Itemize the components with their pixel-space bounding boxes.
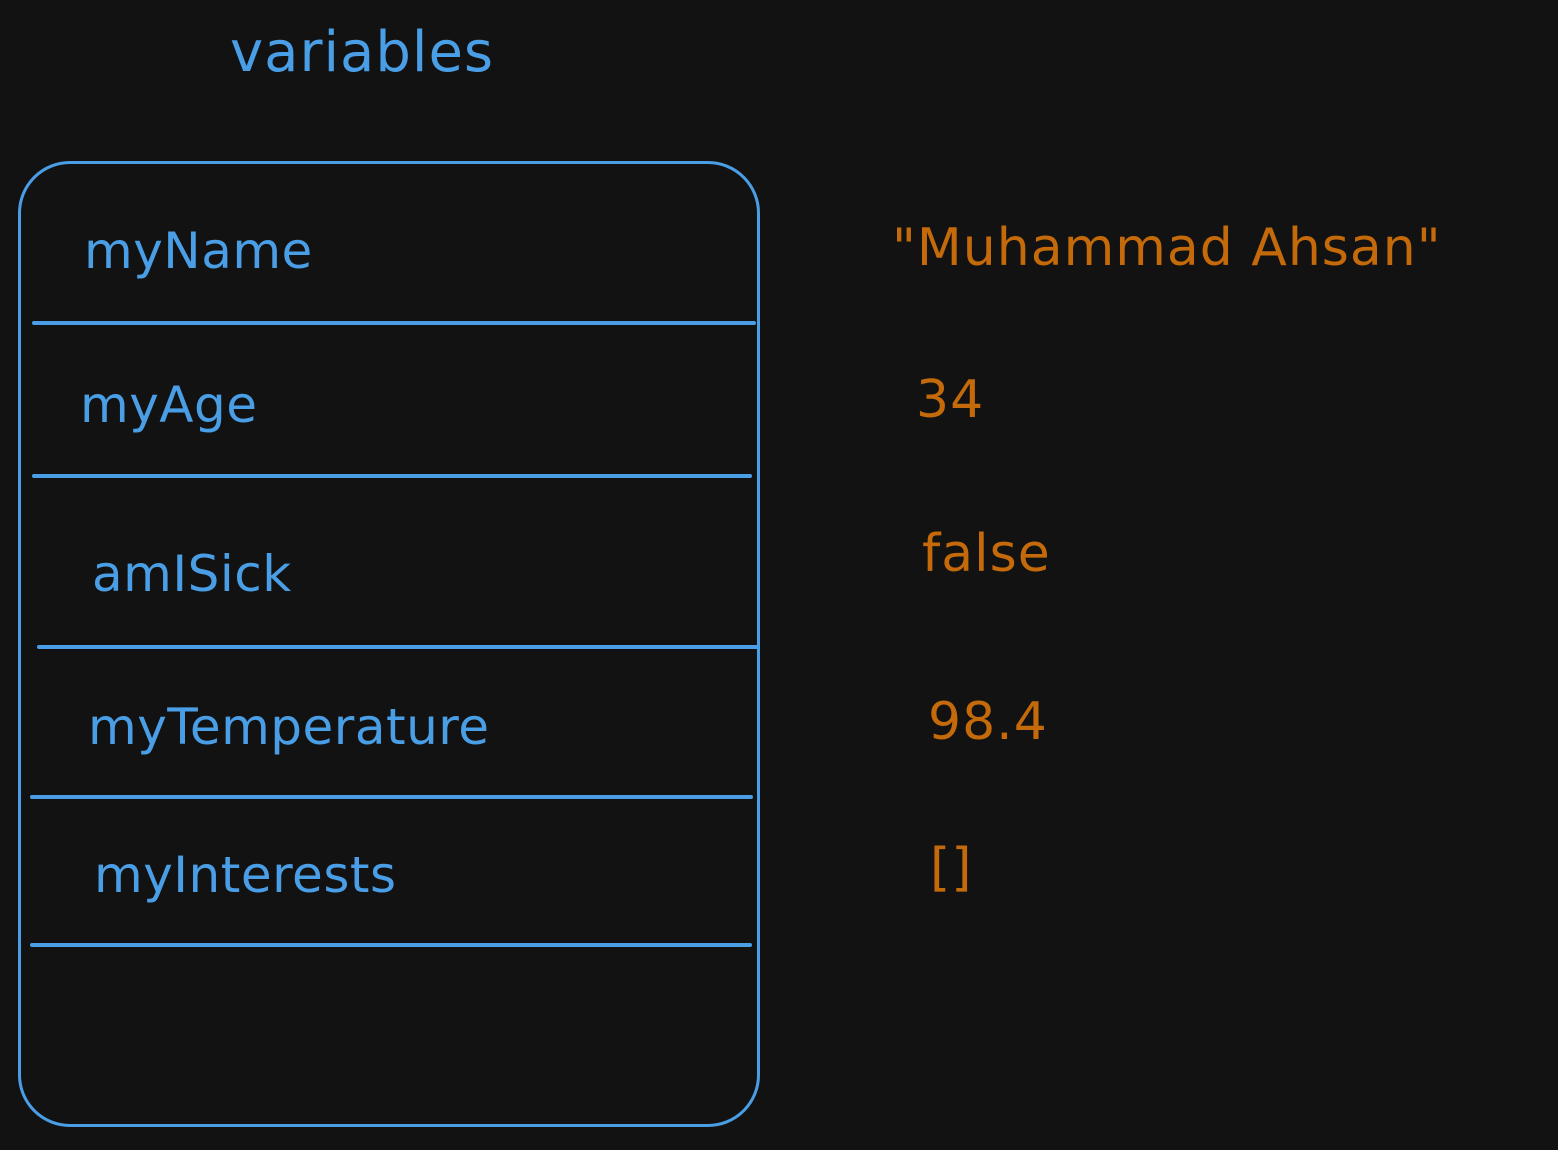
variable-value: 34 xyxy=(916,370,985,430)
row-divider xyxy=(32,474,752,478)
variable-name: amISick xyxy=(92,545,292,603)
variables-container xyxy=(18,161,760,1127)
variable-name: myInterests xyxy=(94,846,397,904)
variable-value: [] xyxy=(930,838,973,898)
row-divider xyxy=(37,645,759,649)
variable-name: myAge xyxy=(80,376,258,434)
diagram-title: variables xyxy=(230,20,495,85)
variable-value: "Muhammad Ahsan" xyxy=(892,218,1442,278)
variable-name: myName xyxy=(84,222,313,280)
variable-value: 98.4 xyxy=(928,692,1048,752)
variable-name: myTemperature xyxy=(88,698,490,756)
row-divider xyxy=(32,321,756,325)
variable-value: false xyxy=(922,524,1051,584)
row-divider xyxy=(30,795,753,799)
row-divider xyxy=(30,943,752,947)
